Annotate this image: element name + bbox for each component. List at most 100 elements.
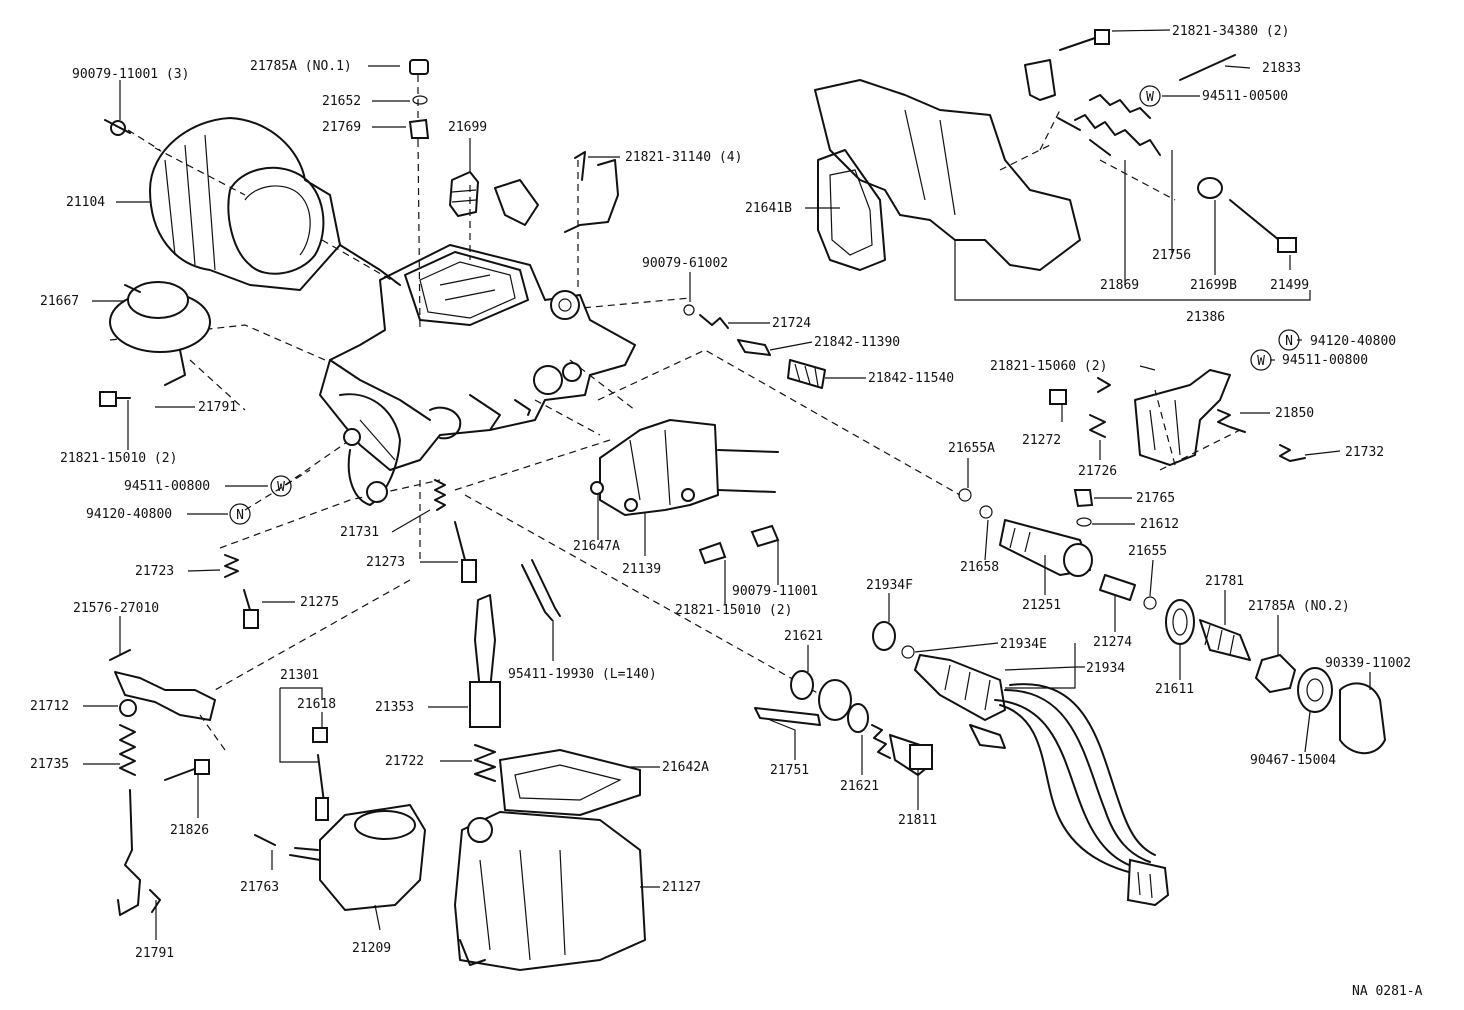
label-21785A-no1: 21785A (NO.1): [250, 59, 352, 74]
label-21826: 21826: [170, 823, 209, 838]
label-21934F: 21934F: [866, 578, 913, 593]
hose-95411: [521, 559, 561, 621]
label-21699B: 21699B: [1190, 278, 1237, 293]
label-21274: 21274: [1093, 635, 1132, 650]
label-21655A: 21655A: [948, 441, 995, 456]
label-21723: 21723: [135, 564, 174, 579]
solenoid-21209: [254, 727, 426, 911]
label-21621-b: 21621: [840, 779, 879, 794]
label-21272: 21272: [1022, 433, 1061, 448]
svg-text:W: W: [1257, 354, 1265, 369]
vacuum-switch-21139: [590, 419, 780, 565]
label-21641B: 21641B: [745, 201, 792, 216]
label-21386: 21386: [1186, 310, 1225, 325]
label-21618: 21618: [297, 697, 336, 712]
label-21104: 21104: [66, 195, 105, 210]
label-95411-19930: 95411-19930 (L=140): [508, 667, 657, 682]
label-90079-11001-3: 90079-11001 (3): [72, 67, 189, 82]
label-21667: 21667: [40, 294, 79, 309]
label-21722: 21722: [385, 754, 424, 769]
assembly-dashed-lines: [109, 75, 1241, 751]
label-21781: 21781: [1205, 574, 1244, 589]
float-bowl-21127: [454, 749, 646, 971]
label-21499: 21499: [1270, 278, 1309, 293]
label-21934E: 21934E: [1000, 637, 1047, 652]
power-piston-21353: [469, 594, 501, 782]
label-21699: 21699: [448, 120, 487, 135]
label-21821-15010-2-b: 21821-15010 (2): [675, 603, 792, 618]
small-parts-top: [408, 59, 619, 233]
label-21869: 21869: [1100, 278, 1139, 293]
wire-harness-21934: [872, 621, 1170, 907]
label-21726: 21726: [1078, 464, 1117, 479]
svg-text:W: W: [1146, 90, 1154, 105]
label-21275: 21275: [300, 595, 339, 610]
nut-marker-right: N: [1278, 329, 1300, 351]
nut-marker-left: N: [229, 503, 251, 525]
label-21209: 21209: [352, 941, 391, 956]
label-94120-40800-a: 94120-40800: [86, 507, 172, 522]
label-21621-a: 21621: [784, 629, 823, 644]
washer-marker-top-right: W: [1139, 85, 1161, 107]
label-21756: 21756: [1152, 248, 1191, 263]
label-21821-15010-2-a: 21821-15010 (2): [60, 451, 177, 466]
label-21576-27010: 21576-27010: [73, 601, 159, 616]
label-21791-b: 21791: [135, 946, 174, 961]
label-21763: 21763: [240, 880, 279, 895]
label-21724: 21724: [772, 316, 811, 331]
diagram-id: NA 0281-A: [1352, 984, 1423, 999]
label-21842-11390: 21842-11390: [814, 335, 900, 350]
label-21735: 21735: [30, 757, 69, 772]
positioner-assembly-21641B: [814, 29, 1297, 271]
svg-text:N: N: [1285, 334, 1293, 349]
label-21139: 21139: [622, 562, 661, 577]
label-21833: 21833: [1262, 61, 1301, 76]
pull-off-21251: [958, 488, 1157, 610]
label-21658: 21658: [960, 560, 999, 575]
washer-marker-left: W: [270, 475, 292, 497]
label-21647A: 21647A: [573, 539, 620, 554]
part-labels: 90079-11001 (3) 21785A (NO.1) 21652 2176…: [30, 24, 1423, 999]
label-21765: 21765: [1136, 491, 1175, 506]
label-21611: 21611: [1155, 682, 1194, 697]
label-21732: 21732: [1345, 445, 1384, 460]
label-21842-11540: 21842-11540: [868, 371, 954, 386]
springs-left-center: [224, 479, 477, 629]
washer-marker-right: W: [1250, 349, 1272, 371]
label-21612: 21612: [1140, 517, 1179, 532]
choke-linkage-21712: [109, 649, 216, 916]
svg-text:N: N: [236, 508, 244, 523]
label-94511-00800-a: 94511-00800: [124, 479, 210, 494]
label-21751: 21751: [770, 763, 809, 778]
small-parts-right: [1073, 489, 1094, 527]
label-21821-31140-4: 21821-31140 (4): [625, 150, 742, 165]
label-21655: 21655: [1128, 544, 1167, 559]
svg-text:W: W: [277, 480, 285, 495]
label-21934: 21934: [1086, 661, 1125, 676]
label-94511-00800-b: 94511-00800: [1282, 353, 1368, 368]
label-21642A: 21642A: [662, 760, 709, 775]
label-21652: 21652: [322, 94, 361, 109]
label-21850: 21850: [1275, 406, 1314, 421]
leader-lines: [83, 29, 1371, 940]
marker-symbols: W N W N W: [229, 85, 1300, 525]
lever-assembly-21850: [1049, 369, 1306, 466]
jets-21724-21842: [683, 304, 826, 389]
carburetor-body: [319, 244, 636, 506]
label-21731: 21731: [340, 525, 379, 540]
label-90467-15004: 90467-15004: [1250, 753, 1336, 768]
label-21273: 21273: [366, 555, 405, 570]
label-21791-a: 21791: [198, 400, 237, 415]
label-94120-40800-b: 94120-40800: [1310, 334, 1396, 349]
label-90339-11002: 90339-11002: [1325, 656, 1411, 671]
label-21811: 21811: [898, 813, 937, 828]
label-21301: 21301: [280, 668, 319, 683]
label-21821-34380-2: 21821-34380 (2): [1172, 24, 1289, 39]
label-21785A-no2: 21785A (NO.2): [1248, 599, 1350, 614]
label-21353: 21353: [375, 700, 414, 715]
check-valve-parts: [754, 670, 933, 776]
diaphragm-21667: [99, 281, 211, 407]
label-90079-11001: 90079-11001: [732, 584, 818, 599]
label-21712: 21712: [30, 699, 69, 714]
